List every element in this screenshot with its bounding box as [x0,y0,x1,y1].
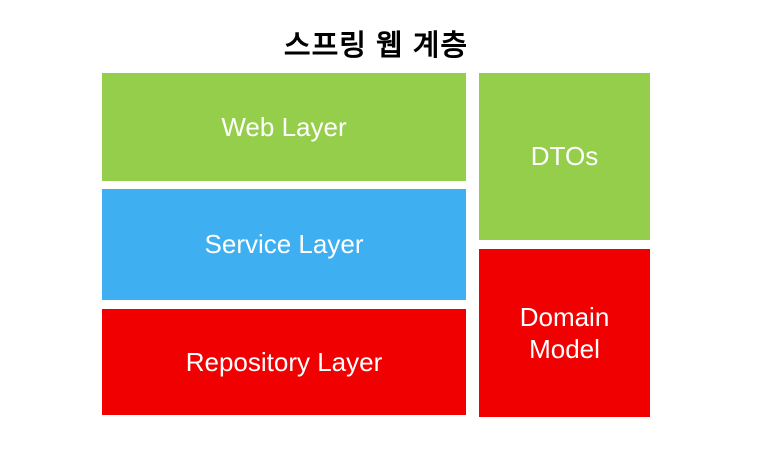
repository-layer-label: Repository Layer [185,346,383,377]
web-layer-label: Web Layer [221,111,347,142]
service-layer-box: Service Layer [102,189,466,300]
domain-model-box: Domain Model [479,249,650,417]
dtos-label: DTOs [530,141,599,172]
dtos-box: DTOs [479,73,650,240]
service-layer-label: Service Layer [204,229,364,260]
web-layer-box: Web Layer [102,73,466,181]
domain-model-label: Domain Model [519,301,610,365]
repository-layer-box: Repository Layer [102,309,466,415]
diagram-title: 스프링 웹 계층 [283,30,469,62]
